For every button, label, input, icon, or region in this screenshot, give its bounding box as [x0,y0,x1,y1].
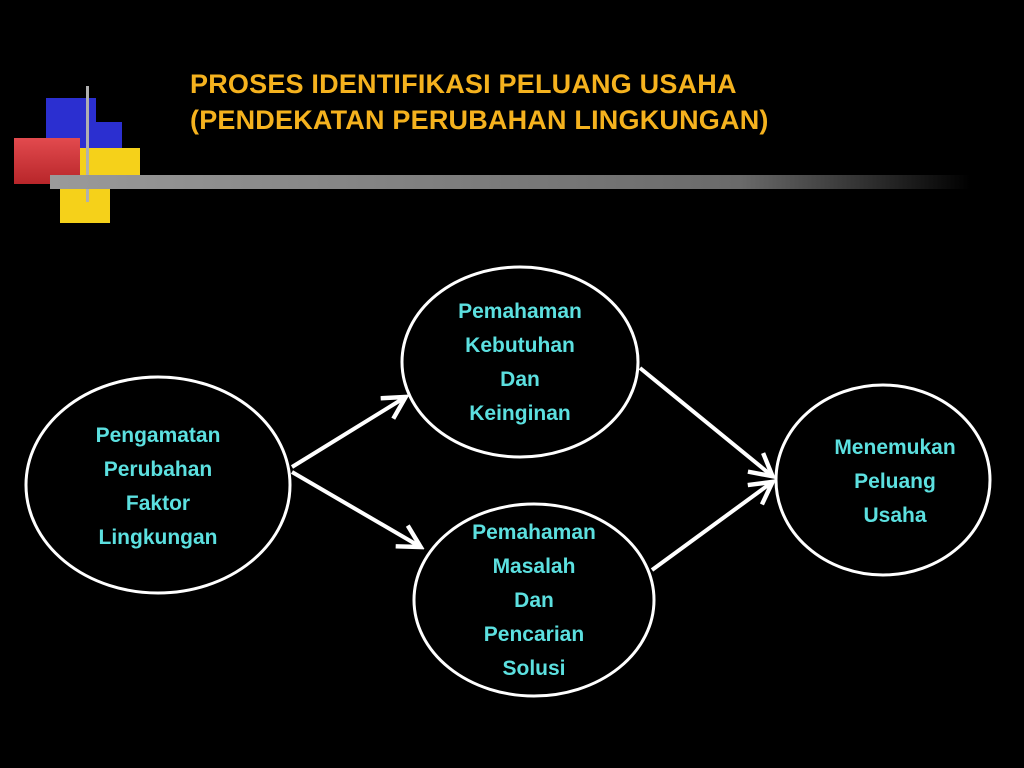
node-kebutuhan-outline [400,265,640,459]
node-masalah-line: Dan [514,589,554,612]
arrow-pengamatan-to-kebutuhan [290,398,404,469]
arrow-pengamatan-to-masalah [290,470,419,546]
deco-blue-square-small [92,122,122,150]
node-kebutuhan-line: Dan [500,368,540,391]
node-peluang-line: Peluang [854,470,936,493]
node-pengamatan-line: Lingkungan [98,526,218,549]
node-peluang-label: Menemukan Peluang Usaha [795,431,995,533]
node-kebutuhan-line: Pemahaman [458,300,582,323]
node-masalah-line: Pemahaman [472,521,596,544]
node-peluang-line: Menemukan [834,436,956,459]
node-kebutuhan-line: Kebutuhan [465,334,575,357]
node-peluang-line: Usaha [863,504,927,527]
node-pengamatan-line: Faktor [125,492,191,515]
node-masalah-line: Masalah [492,555,576,578]
slide-title: PROSES IDENTIFIKASI PELUANG USAHA (PENDE… [190,66,990,138]
node-kebutuhan-label: Pemahaman Kebutuhan Dan Keinginan [420,295,620,431]
title-line-1: PROSES IDENTIFIKASI PELUANG USAHA [190,69,737,99]
node-masalah-label: Pemahaman Masalah Dan Pencarian Solusi [434,516,634,686]
node-masalah-outline [412,502,656,698]
node-masalah-line: Pencarian [483,623,585,646]
deco-horizontal-bar [50,175,970,189]
node-pengamatan-line: Perubahan [103,458,213,481]
node-pengamatan-line: Pengamatan [95,424,221,447]
node-pengamatan-outline [24,375,292,595]
arrow-kebutuhan-to-peluang [638,366,771,475]
node-masalah-line: Solusi [502,657,566,680]
decorative-logo [14,86,970,223]
arrow-masalah-to-peluang [650,483,771,572]
node-pengamatan-label: Pengamatan Perubahan Faktor Lingkungan [58,419,258,555]
deco-vertical-line [86,86,89,202]
title-line-2: (PENDEKATAN PERUBAHAN LINGKUNGAN) [190,105,769,135]
node-kebutuhan-line: Keinginan [469,402,571,425]
